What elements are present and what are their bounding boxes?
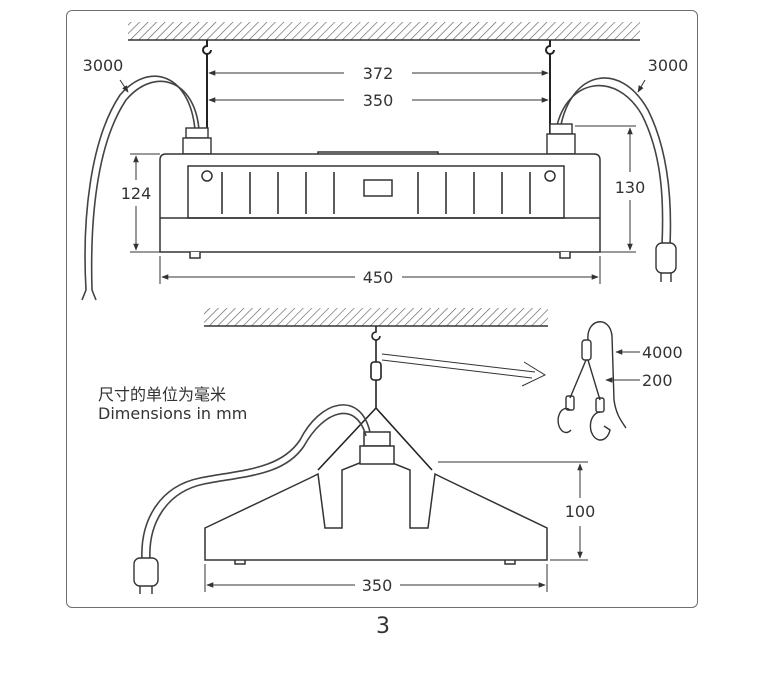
top-glands (182, 123, 576, 155)
wire-length-label: 4000 (642, 343, 683, 362)
units-note-en: Dimensions in mm (98, 404, 248, 423)
bottom-dimensions (204, 461, 588, 592)
sling-dimensions (605, 349, 640, 383)
diagram-frame (66, 10, 698, 608)
bottom-cable (141, 404, 371, 561)
height-left-label: 124 (121, 184, 152, 203)
bottom-plug (133, 557, 159, 594)
top-dimensions (119, 70, 646, 284)
hook-spacing-label: 372 (363, 64, 394, 83)
top-cable-right (555, 77, 672, 246)
width-label: 450 (363, 268, 394, 287)
cable-left-label: 3000 (83, 56, 124, 75)
units-note-cn: 尺寸的单位为毫米 (98, 385, 227, 404)
height-right-label: 130 (615, 178, 646, 197)
sling-labels: 4000 200 (642, 343, 683, 390)
cable-right-label: 3000 (648, 56, 689, 75)
bottom-width-label: 350 (362, 576, 393, 595)
sling-detail (557, 321, 627, 441)
top-dimension-labels: 3000 3000 372 350 124 130 450 (83, 56, 689, 287)
bottom-dimension-labels: 100 350 (362, 502, 596, 595)
bottom-hook-and-wire (317, 326, 433, 471)
bottom-fixture (204, 431, 548, 565)
bottom-height-label: 100 (565, 502, 596, 521)
page-number: 3 (376, 614, 390, 639)
top-cable-left (81, 75, 200, 301)
top-plug (655, 242, 677, 282)
top-fixture (159, 151, 601, 259)
mount-spacing-label: 350 (363, 91, 394, 110)
pointer-arrow (381, 353, 547, 387)
bottom-ceiling (204, 308, 548, 327)
sling-length-label: 200 (642, 371, 673, 390)
top-ceiling (128, 22, 640, 41)
